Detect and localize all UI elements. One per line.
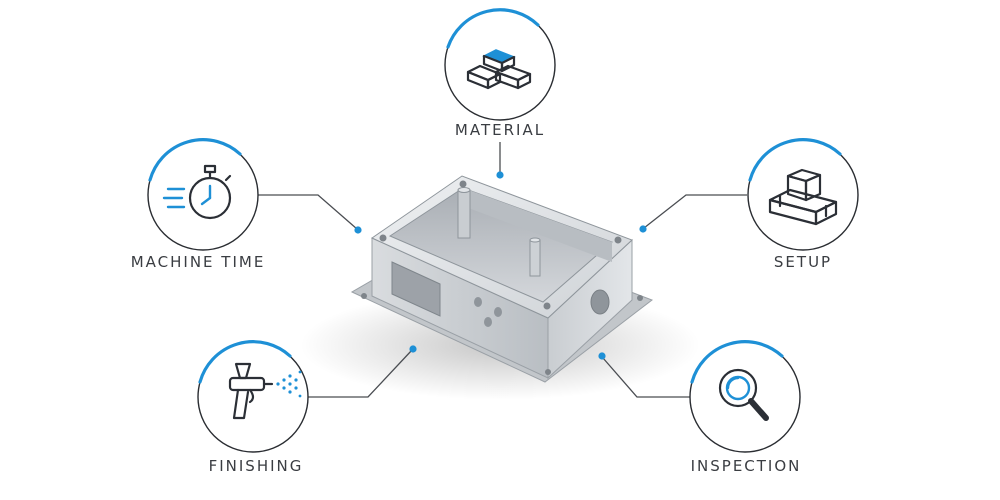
metal-bars-icon bbox=[466, 49, 532, 90]
label-finishing: FINISHING bbox=[208, 457, 304, 475]
label-material: MATERIAL bbox=[454, 121, 546, 139]
fixture-block-icon bbox=[768, 168, 838, 226]
node-setup bbox=[747, 138, 859, 251]
node-material bbox=[444, 8, 556, 121]
connector-finishing bbox=[308, 345, 417, 398]
connector-inspection bbox=[598, 352, 690, 398]
stopwatch-icon bbox=[162, 164, 232, 220]
label-setup: SETUP bbox=[773, 253, 833, 271]
label-inspection: INSPECTION bbox=[690, 457, 802, 475]
connector-machine-time bbox=[258, 194, 362, 234]
connector-material bbox=[496, 142, 504, 179]
node-finishing bbox=[197, 340, 309, 453]
spray-gun-icon bbox=[228, 362, 302, 420]
magnifier-icon bbox=[718, 368, 769, 421]
node-inspection bbox=[689, 340, 801, 453]
connector-setup bbox=[639, 194, 747, 233]
label-machine-time: MACHINE TIME bbox=[130, 253, 266, 271]
node-machine-time bbox=[147, 138, 259, 251]
machined-aluminum-enclosure-icon bbox=[300, 175, 700, 400]
